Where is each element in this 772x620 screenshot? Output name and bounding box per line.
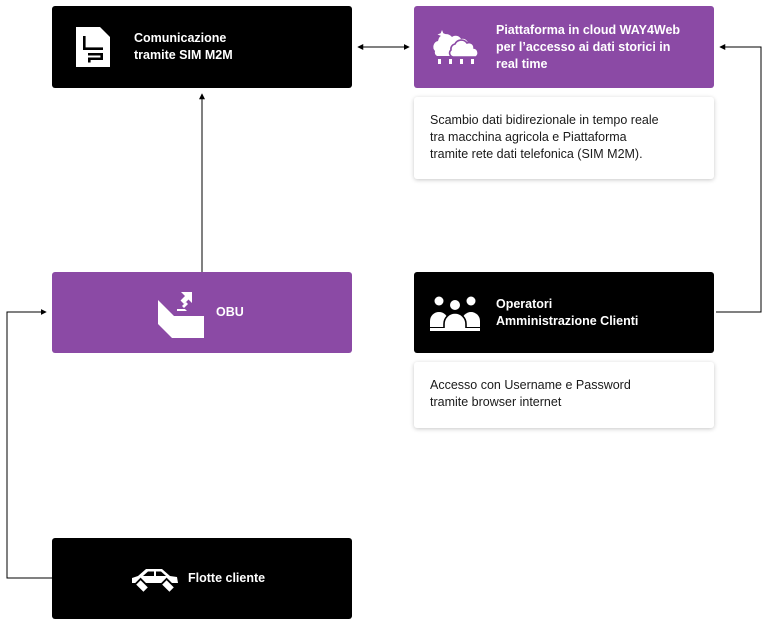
node-sim-m2m: Comunicazione tramite SIM M2M [52, 6, 352, 88]
node-cloud-platform: Piattaforma in cloud WAY4Web per l’acces… [414, 6, 714, 88]
node-fleet-label: Flotte cliente [188, 571, 266, 585]
car-icon [52, 565, 188, 593]
connector-fleet-to-obu [6, 309, 52, 579]
connector-operators-to-cloud [716, 44, 762, 313]
note-operators: Accesso con Username e Password tramite … [414, 362, 714, 428]
node-cloud-platform-label: Piattaforma in cloud WAY4Web per l’acces… [496, 22, 681, 71]
node-obu-label: OBU [216, 305, 244, 319]
sim-card-icon [52, 27, 134, 67]
device-signal-icon [52, 286, 216, 340]
node-sim-m2m-label: Comunicazione tramite SIM M2M [134, 31, 233, 62]
note-cloud-platform: Scambio dati bidirezionale in tempo real… [414, 97, 714, 179]
cloud-icon [414, 28, 496, 66]
node-obu: OBU [52, 272, 352, 353]
node-operators: Operatori Amministrazione Clienti [414, 272, 714, 353]
node-fleet: Flotte cliente [52, 538, 352, 619]
node-operators-label: Operatori Amministrazione Clienti [496, 296, 639, 328]
people-group-icon [414, 294, 496, 332]
